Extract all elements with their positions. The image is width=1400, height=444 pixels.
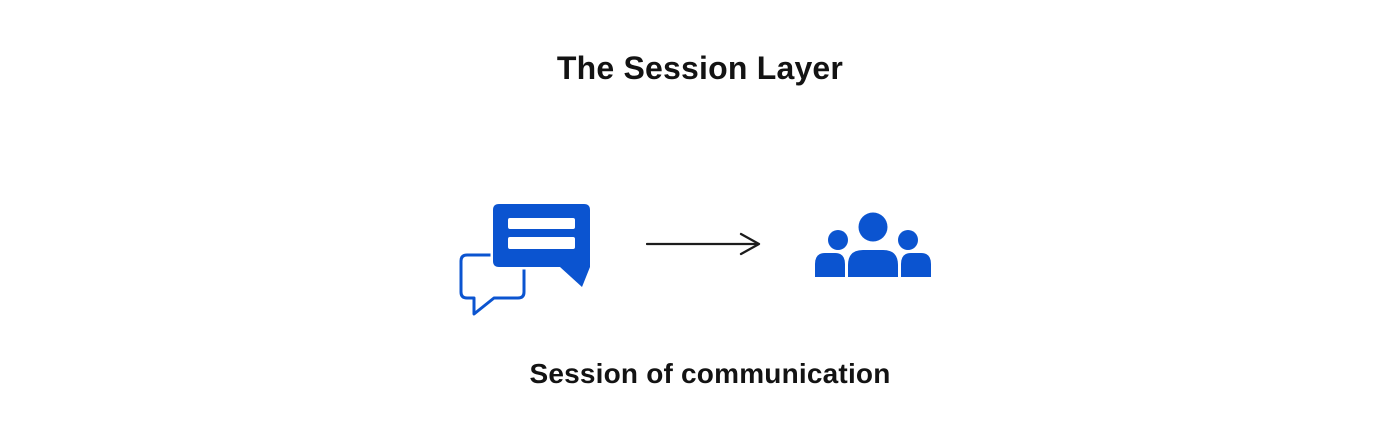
center-person-torso — [846, 248, 900, 279]
right-arrow-icon — [646, 232, 761, 256]
bubble-text-line — [508, 218, 575, 229]
right-person-torso — [901, 253, 931, 277]
page-title: The Session Layer — [556, 50, 844, 86]
left-person-torso — [815, 253, 845, 277]
bubble-text-line — [508, 237, 575, 249]
arrow-head — [739, 232, 761, 256]
caption: Session of communication — [529, 358, 891, 389]
left-person-head — [828, 230, 848, 250]
right-person-head — [898, 230, 918, 250]
chat-bubbles-icon — [459, 201, 593, 316]
center-person-head — [856, 210, 890, 244]
people-group-icon — [815, 210, 931, 279]
